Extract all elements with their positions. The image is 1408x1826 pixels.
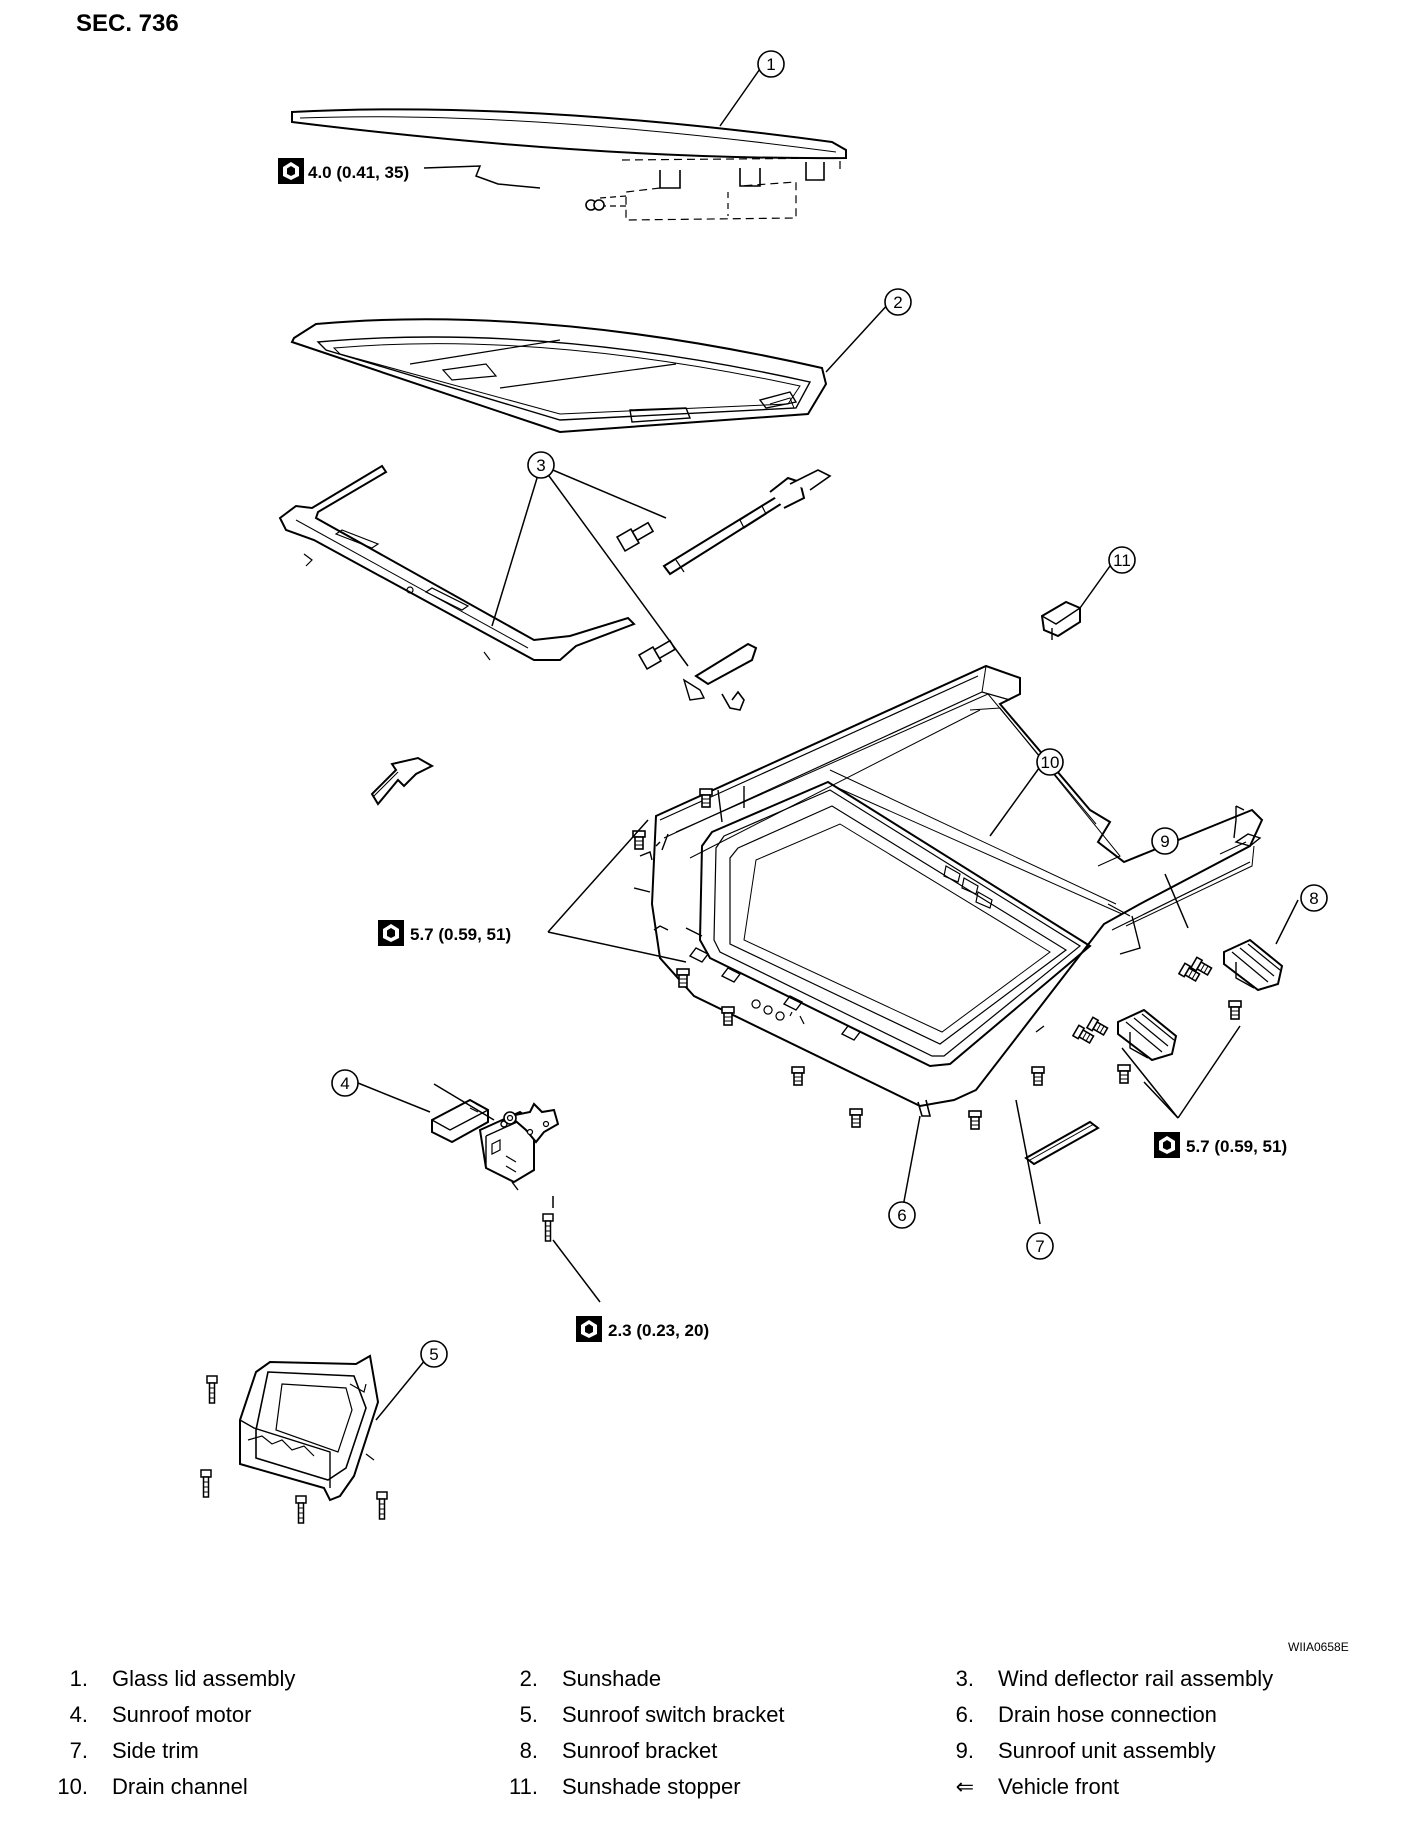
callout-label: 3 <box>536 456 545 475</box>
legend-number: 3. <box>955 1666 974 1691</box>
torque-icon <box>1154 1132 1180 1158</box>
legend-label: Drain channel <box>112 1774 248 1799</box>
callout-label: 7 <box>1035 1237 1044 1256</box>
legend-label: Sunroof switch bracket <box>562 1702 785 1727</box>
legend-item: 5. Sunroof switch bracket <box>520 1702 785 1728</box>
callout-8 <box>1300 884 1328 912</box>
callout-label: 9 <box>1160 832 1169 851</box>
legend-item: 6. Drain hose connection <box>956 1702 1217 1728</box>
wind-deflector-rail-assembly <box>278 464 832 711</box>
svg-text:5.7 (0.59, 51): 5.7 (0.59, 51) <box>410 925 511 944</box>
sunroof-unit-frame <box>633 664 1264 1117</box>
torque-icon <box>278 158 304 184</box>
legend-item: 9. Sunroof unit assembly <box>956 1738 1216 1764</box>
legend-number: 1. <box>69 1666 88 1691</box>
callout-10 <box>1036 748 1064 776</box>
sunroof-switch-bracket <box>239 1354 380 1502</box>
legend-number: 5. <box>519 1702 538 1727</box>
callout-11 <box>1108 546 1136 574</box>
callout-label: 11 <box>1113 551 1131 570</box>
callout-6 <box>888 1201 916 1229</box>
sunshade-stopper <box>1040 600 1081 640</box>
torque-spec-2: 5.7 (0.59, 51) <box>378 920 511 946</box>
torque-icon <box>378 920 404 946</box>
legend-item: 2. Sunshade <box>520 1666 662 1692</box>
legend-item: ⇐ Vehicle front <box>956 1774 1120 1800</box>
legend-label: Sunshade stopper <box>562 1774 741 1799</box>
vehicle-front-arrow-icon: ⇐ <box>955 1774 974 1799</box>
sunroof-bracket <box>1117 938 1284 1062</box>
legend-number: 4. <box>69 1702 88 1727</box>
legend-number: 7. <box>69 1738 88 1763</box>
callout-label: 8 <box>1309 889 1318 908</box>
legend-label: Sunshade <box>562 1666 662 1691</box>
torque-icon <box>576 1316 602 1342</box>
sunroof-motor <box>431 1098 560 1191</box>
legend-label: Sunroof bracket <box>562 1738 718 1763</box>
legend-item: 10. Drain channel <box>57 1774 248 1800</box>
legend-number: 10. <box>57 1774 88 1799</box>
torque-spec-1: 4.0 (0.41, 35) <box>278 158 409 184</box>
legend-number: 9. <box>955 1738 974 1763</box>
legend-item: 11. Sunshade stopper <box>509 1774 741 1800</box>
torque-spec-4: 2.3 (0.23, 20) <box>576 1316 709 1342</box>
vehicle-front-arrow-icon <box>370 756 435 806</box>
legend-label: Vehicle front <box>998 1774 1120 1799</box>
callout-1 <box>757 50 785 78</box>
callout-5 <box>420 1340 448 1368</box>
figure-id: WIIA0658E <box>1288 1640 1349 1654</box>
legend-item: 7. Side trim <box>70 1738 199 1764</box>
legend-number: 8. <box>519 1738 538 1763</box>
svg-text:5.7 (0.59, 51): 5.7 (0.59, 51) <box>1186 1137 1287 1156</box>
callout-label: 6 <box>897 1206 906 1225</box>
callout-9 <box>1151 827 1179 855</box>
torque-spec-3: 5.7 (0.59, 51) <box>1154 1132 1287 1158</box>
callout-3 <box>527 451 555 479</box>
glass-lid-assembly <box>291 108 847 221</box>
callout-label: 4 <box>340 1074 349 1093</box>
legend-label: Drain hose connection <box>998 1702 1217 1727</box>
legend-item: 1. Glass lid assembly <box>70 1666 296 1692</box>
legend-label: Sunroof motor <box>112 1702 252 1727</box>
callout-label: 5 <box>429 1345 438 1364</box>
legend-item: 3. Wind deflector rail assembly <box>956 1666 1274 1692</box>
svg-text:4.0 (0.41, 35): 4.0 (0.41, 35) <box>308 163 409 182</box>
legend-number: 2. <box>519 1666 538 1691</box>
legend-label: Sunroof unit assembly <box>998 1738 1216 1763</box>
legend-label: Side trim <box>112 1738 199 1763</box>
legend-label: Wind deflector rail assembly <box>998 1666 1274 1691</box>
sunshade <box>290 318 828 434</box>
parts-legend: 1. Glass lid assembly 2. Sunshade 3. Win… <box>0 1662 1408 1826</box>
callout-label: 2 <box>893 293 902 312</box>
legend-number: 11. <box>509 1774 538 1799</box>
callouts <box>331 50 1328 1368</box>
callout-label: 10 <box>1041 753 1060 772</box>
callout-7 <box>1026 1232 1054 1260</box>
legend-label: Glass lid assembly <box>112 1666 296 1691</box>
leader-lines <box>375 65 1299 1421</box>
side-trim <box>1024 1120 1100 1166</box>
legend-number: 6. <box>955 1702 974 1727</box>
section-title: SEC. 736 <box>76 10 179 37</box>
callout-2 <box>884 288 912 316</box>
svg-text:2.3 (0.23, 20): 2.3 (0.23, 20) <box>608 1321 709 1340</box>
legend-item: 8. Sunroof bracket <box>520 1738 718 1764</box>
callout-label: 1 <box>766 55 775 74</box>
legend-item: 4. Sunroof motor <box>70 1702 252 1728</box>
